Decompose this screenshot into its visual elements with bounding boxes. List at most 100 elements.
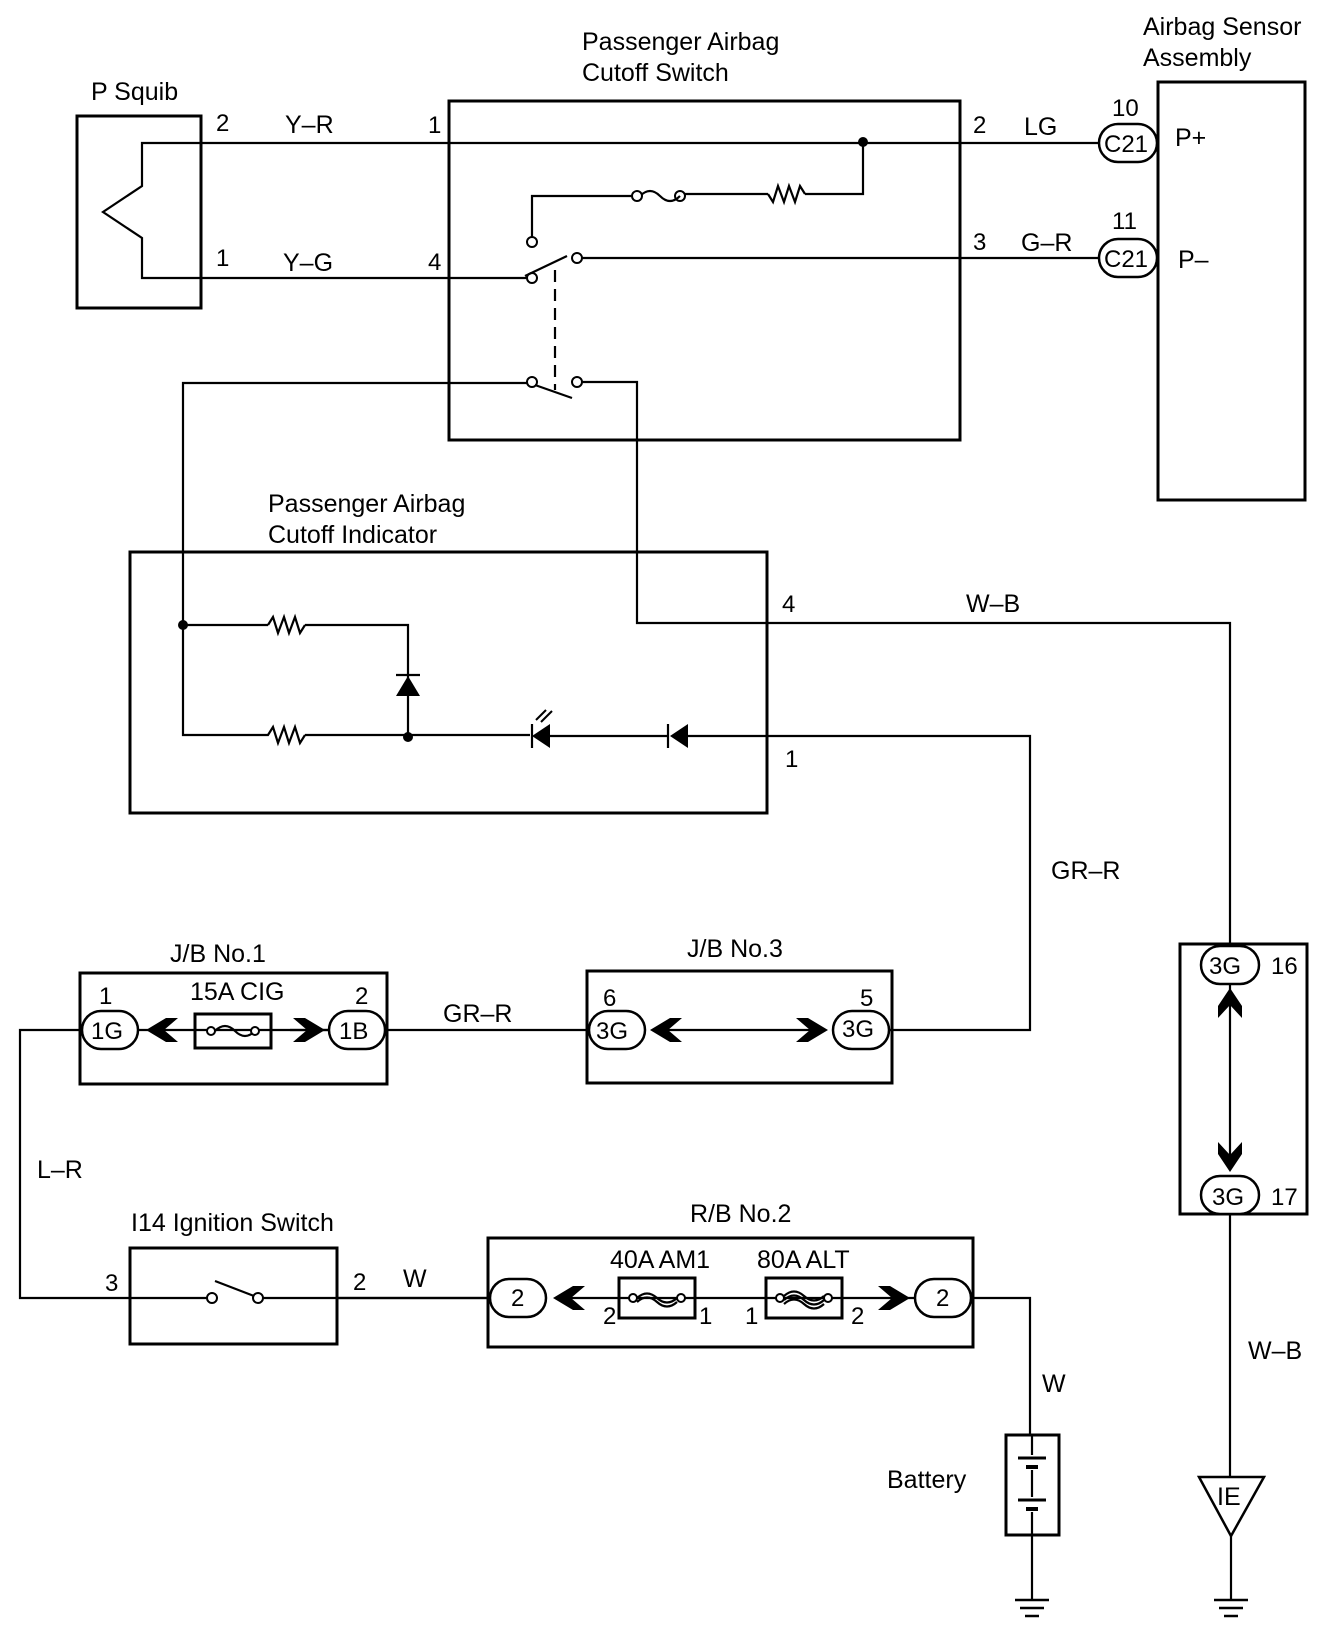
jb3-box — [585, 969, 894, 1085]
wire-indicator-feed — [181, 381, 527, 737]
fuse-am1-box — [617, 1276, 697, 1320]
resistor-switch — [767, 182, 806, 206]
junction-dot — [858, 137, 868, 147]
conn-jb1-left: 1G — [91, 1018, 123, 1045]
conn-c21-a: C21 — [1104, 131, 1148, 158]
cutoff-switch-title-2: Cutoff Switch — [582, 59, 729, 87]
wire-lr — [18, 1028, 130, 1300]
junction-dot — [403, 732, 413, 742]
fuse-terminal — [631, 190, 643, 202]
switch-contact — [526, 236, 538, 248]
switch-blade-2 — [534, 383, 573, 400]
switch-contact — [571, 252, 583, 264]
fuse-am1-label: 40A AM1 — [610, 1246, 710, 1274]
ignition-switch-box — [128, 1246, 339, 1346]
ignition-title: I14 Ignition Switch — [131, 1209, 334, 1237]
wire-label-w-ign: W — [403, 1265, 427, 1293]
switch-contact — [571, 376, 583, 388]
connector-c21-pminus — [1097, 237, 1159, 279]
pin-ind-1: 1 — [785, 746, 798, 773]
wire-w-batt — [973, 1296, 1032, 1435]
conn-rb2-left: 2 — [511, 1285, 524, 1312]
resistor-ind-bottom — [260, 723, 306, 747]
terminal-arrow — [1218, 988, 1242, 1018]
wire-label-yg: Y–G — [283, 249, 333, 277]
pin-gnd-16: 16 — [1271, 953, 1298, 980]
ground-ie-label: IE — [1217, 1483, 1241, 1511]
wire-label-yr: Y–R — [285, 111, 334, 139]
wire-grr-right — [688, 734, 1032, 1032]
rb2-box — [486, 1236, 975, 1349]
wire-label-gr: G–R — [1021, 229, 1072, 257]
led-icon — [532, 724, 550, 748]
p-squib-label: P Squib — [91, 78, 178, 106]
connector-jb3-right — [831, 1009, 891, 1051]
fuse-cig-box — [193, 1012, 273, 1050]
ground-icon — [1015, 1598, 1049, 1618]
diode-vertical — [396, 676, 420, 696]
pin-gnd-17: 17 — [1271, 1184, 1298, 1211]
wire-ind-top-b — [305, 623, 410, 735]
wire-switch-branch-c — [530, 194, 632, 238]
pin-squib-1: 1 — [216, 245, 229, 272]
terminal-arrow — [293, 1018, 325, 1042]
pin-ind-4: 4 — [782, 591, 795, 618]
pin-sw-2: 2 — [973, 112, 986, 139]
led-ray — [535, 709, 547, 721]
wire-label-grr-right: GR–R — [1051, 857, 1120, 885]
wire-label-wb-bottom: W–B — [1248, 1337, 1302, 1365]
cutoff-switch-box — [447, 99, 962, 442]
resistor-ind-top — [267, 613, 306, 637]
pin-jb1-1: 1 — [99, 983, 112, 1010]
fuse-alt-label: 80A ALT — [757, 1246, 850, 1274]
conn-gnd-bottom: 3G — [1212, 1184, 1244, 1211]
cutoff-indicator-box — [128, 550, 769, 815]
sensor-title-1: Airbag Sensor — [1143, 13, 1301, 41]
fuse-cig-label: 15A CIG — [190, 978, 285, 1006]
sensor-pminus: P– — [1178, 246, 1209, 274]
conn-jb3-left: 3G — [596, 1018, 628, 1045]
terminal-arrow — [878, 1286, 910, 1310]
conn-rb2-right: 2 — [936, 1285, 949, 1312]
fuse-element-switch — [639, 189, 681, 203]
airbag-sensor-box — [1156, 80, 1307, 502]
connector-gnd-bottom — [1199, 1174, 1261, 1216]
connector-jb1-1g — [80, 1009, 140, 1051]
conn-gnd-top: 3G — [1209, 953, 1241, 980]
switch-blade-1 — [524, 255, 568, 277]
fuse-alt-element — [783, 1290, 825, 1310]
conn-c21-b: C21 — [1104, 246, 1148, 273]
wire-switch-branch — [805, 143, 865, 196]
p-squib-box — [75, 114, 203, 310]
pin-jb3-6: 6 — [603, 985, 616, 1012]
battery-label: Battery — [887, 1466, 967, 1494]
pin-sw-4: 4 — [428, 249, 441, 276]
jb3-title: J/B No.3 — [687, 935, 783, 963]
pin-ign-3: 3 — [105, 1270, 118, 1297]
wire-label-wb-top: W–B — [966, 590, 1020, 618]
pin-alt-1: 1 — [745, 1303, 758, 1330]
pin-squib-2: 2 — [216, 110, 229, 137]
pin-sw-1: 1 — [428, 112, 441, 139]
led-ray — [540, 710, 553, 723]
terminal-arrow — [796, 1018, 828, 1042]
connector-rb2-left — [488, 1277, 548, 1319]
connector-rb2-right — [913, 1277, 973, 1319]
pin-sens-10: 10 — [1112, 95, 1139, 122]
cutoff-switch-title-1: Passenger Airbag — [582, 28, 779, 56]
wire-label-lg: LG — [1024, 113, 1057, 141]
pin-sw-3: 3 — [973, 229, 986, 256]
indicator-title-1: Passenger Airbag — [268, 490, 465, 518]
fuse-alt-box — [764, 1276, 844, 1320]
ign-contact — [252, 1292, 264, 1304]
pin-alt-2: 2 — [851, 1303, 864, 1330]
wire-label-grr-mid: GR–R — [443, 1000, 512, 1028]
conn-jb3-right: 3G — [842, 1016, 874, 1043]
squib-element — [101, 141, 201, 280]
pin-am1-1: 1 — [699, 1303, 712, 1330]
connector-gnd-top — [1199, 944, 1261, 986]
terminal-arrow — [650, 1018, 682, 1042]
connector-jb1-1b — [327, 1009, 387, 1051]
wire-indicator-return — [582, 380, 1232, 944]
